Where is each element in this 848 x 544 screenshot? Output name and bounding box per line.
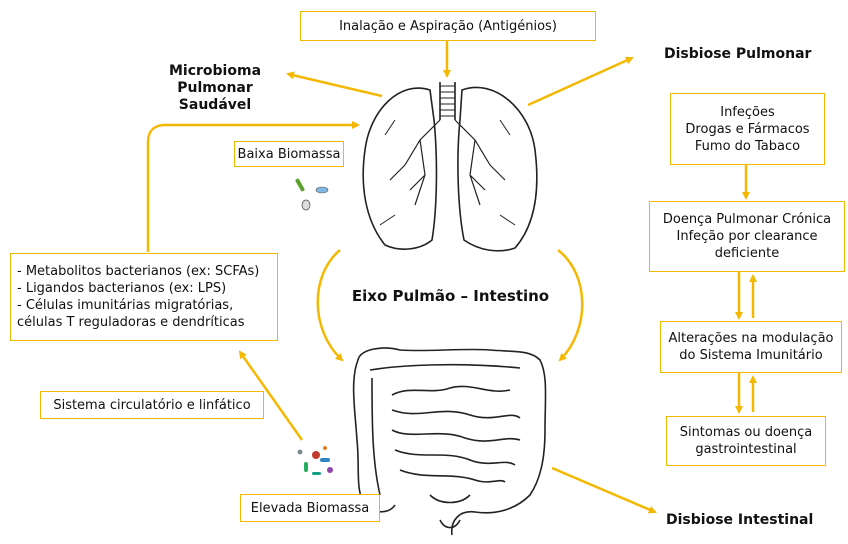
symptoms-label: Sintomas ou doença gastrointestinal bbox=[680, 424, 813, 458]
high-biomass-label: Elevada Biomassa bbox=[251, 500, 369, 517]
arrow-lung-dysbiosis bbox=[528, 58, 632, 105]
mediators-label: - Metabolitos bacterianos (ex: SCFAs) - … bbox=[17, 263, 259, 331]
chronic-disease-box: Doença Pulmonar Crónica Infeção por clea… bbox=[649, 201, 845, 272]
immune-modulation-box: Alterações na modulação do Sistema Imuni… bbox=[660, 321, 842, 373]
arrow-gut-dysbiosis bbox=[552, 468, 655, 512]
healthy-line2: Pulmonar Saudável bbox=[140, 80, 290, 114]
arrow-axis-left bbox=[318, 250, 342, 360]
arrow-axis-right bbox=[558, 250, 582, 360]
bacteria-icon bbox=[295, 178, 328, 210]
mediators-box: - Metabolitos bacterianos (ex: SCFAs) - … bbox=[10, 253, 278, 341]
gut-dysbiosis-label: Disbiose Intestinal bbox=[666, 512, 841, 529]
arrow-healthy bbox=[288, 74, 382, 96]
axis-title: Eixo Pulmão – Intestino bbox=[343, 287, 558, 305]
causes-label: Infeções Drogas e Fármacos Fumo do Tabac… bbox=[685, 104, 809, 155]
inhalation-label: Inalação e Aspiração (Antigénios) bbox=[339, 18, 557, 35]
lung-dysbiosis-label: Disbiose Pulmonar bbox=[664, 46, 839, 63]
healthy-line1: Microbioma bbox=[140, 63, 290, 80]
intestine-icon bbox=[354, 348, 546, 535]
high-biomass-box: Elevada Biomassa bbox=[240, 494, 380, 522]
causes-box: Infeções Drogas e Fármacos Fumo do Tabac… bbox=[670, 93, 825, 165]
lungs-icon bbox=[363, 82, 537, 251]
chronic-disease-label: Doença Pulmonar Crónica Infeção por clea… bbox=[663, 211, 831, 262]
low-biomass-box: Baixa Biomassa bbox=[234, 141, 344, 167]
circulatory-label: Sistema circulatório e linfático bbox=[53, 397, 250, 414]
symptoms-box: Sintomas ou doença gastrointestinal bbox=[666, 416, 826, 466]
circulatory-box: Sistema circulatório e linfático bbox=[40, 391, 264, 419]
inhalation-box: Inalação e Aspiração (Antigénios) bbox=[300, 11, 596, 41]
healthy-microbiome-label: Microbioma Pulmonar Saudável bbox=[140, 63, 290, 114]
bacteria-cluster-icon bbox=[298, 446, 334, 475]
immune-modulation-label: Alterações na modulação do Sistema Imuni… bbox=[668, 330, 833, 364]
low-biomass-label: Baixa Biomassa bbox=[238, 146, 341, 163]
